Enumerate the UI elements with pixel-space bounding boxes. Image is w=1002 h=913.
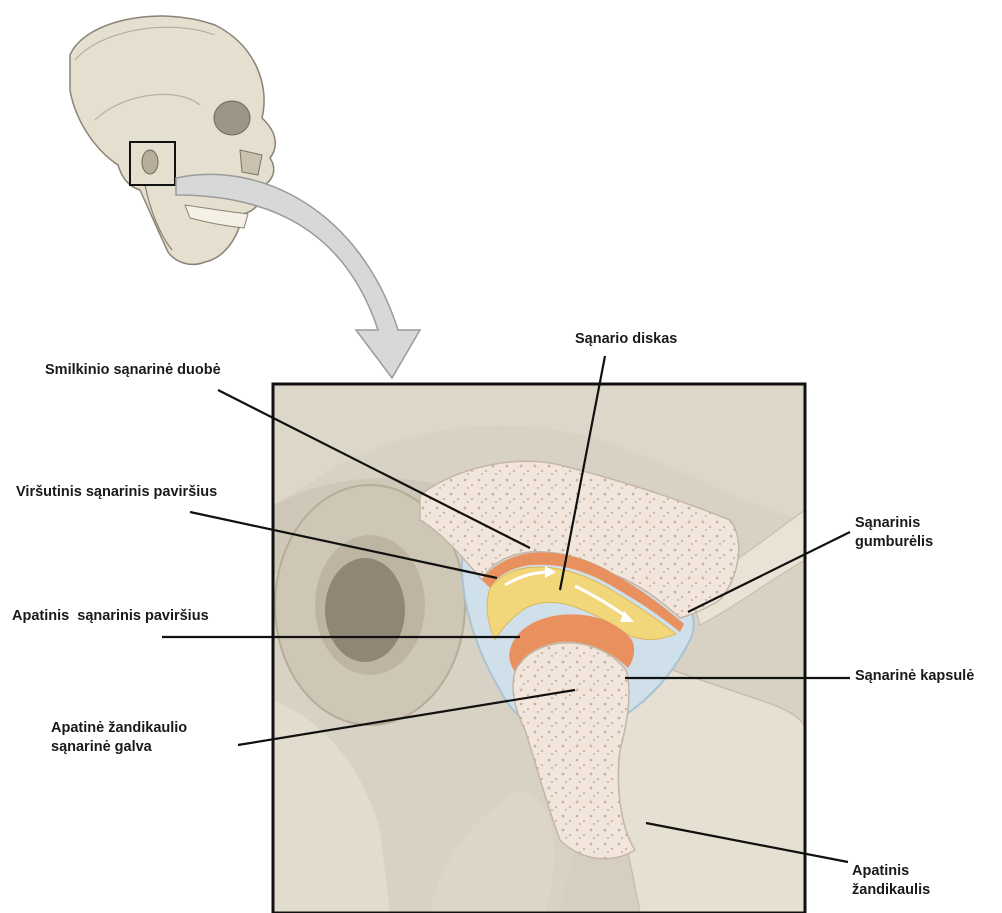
label-joint-capsule: Sąnarinė kapsulė [855, 667, 974, 686]
label-mandibular-condyle: Apatinė žandikaulio sąnarinė galva [51, 719, 187, 757]
label-temporal-fossa: Smilkinio sąnarinė duobė [45, 361, 221, 380]
skull-illustration [70, 16, 275, 264]
joint-detail-panel [273, 384, 805, 913]
label-mandible: Apatinis žandikaulis [852, 862, 930, 900]
label-lower-articular-surface: Apatinis sąnarinis paviršius [12, 607, 209, 626]
label-articular-tubercle: Sąnarinis gumburėlis [855, 514, 933, 552]
label-articular-disc: Sąnario diskas [575, 330, 677, 349]
label-upper-articular-surface: Viršutinis sąnarinis paviršius [16, 483, 217, 502]
eye-socket [214, 101, 250, 135]
